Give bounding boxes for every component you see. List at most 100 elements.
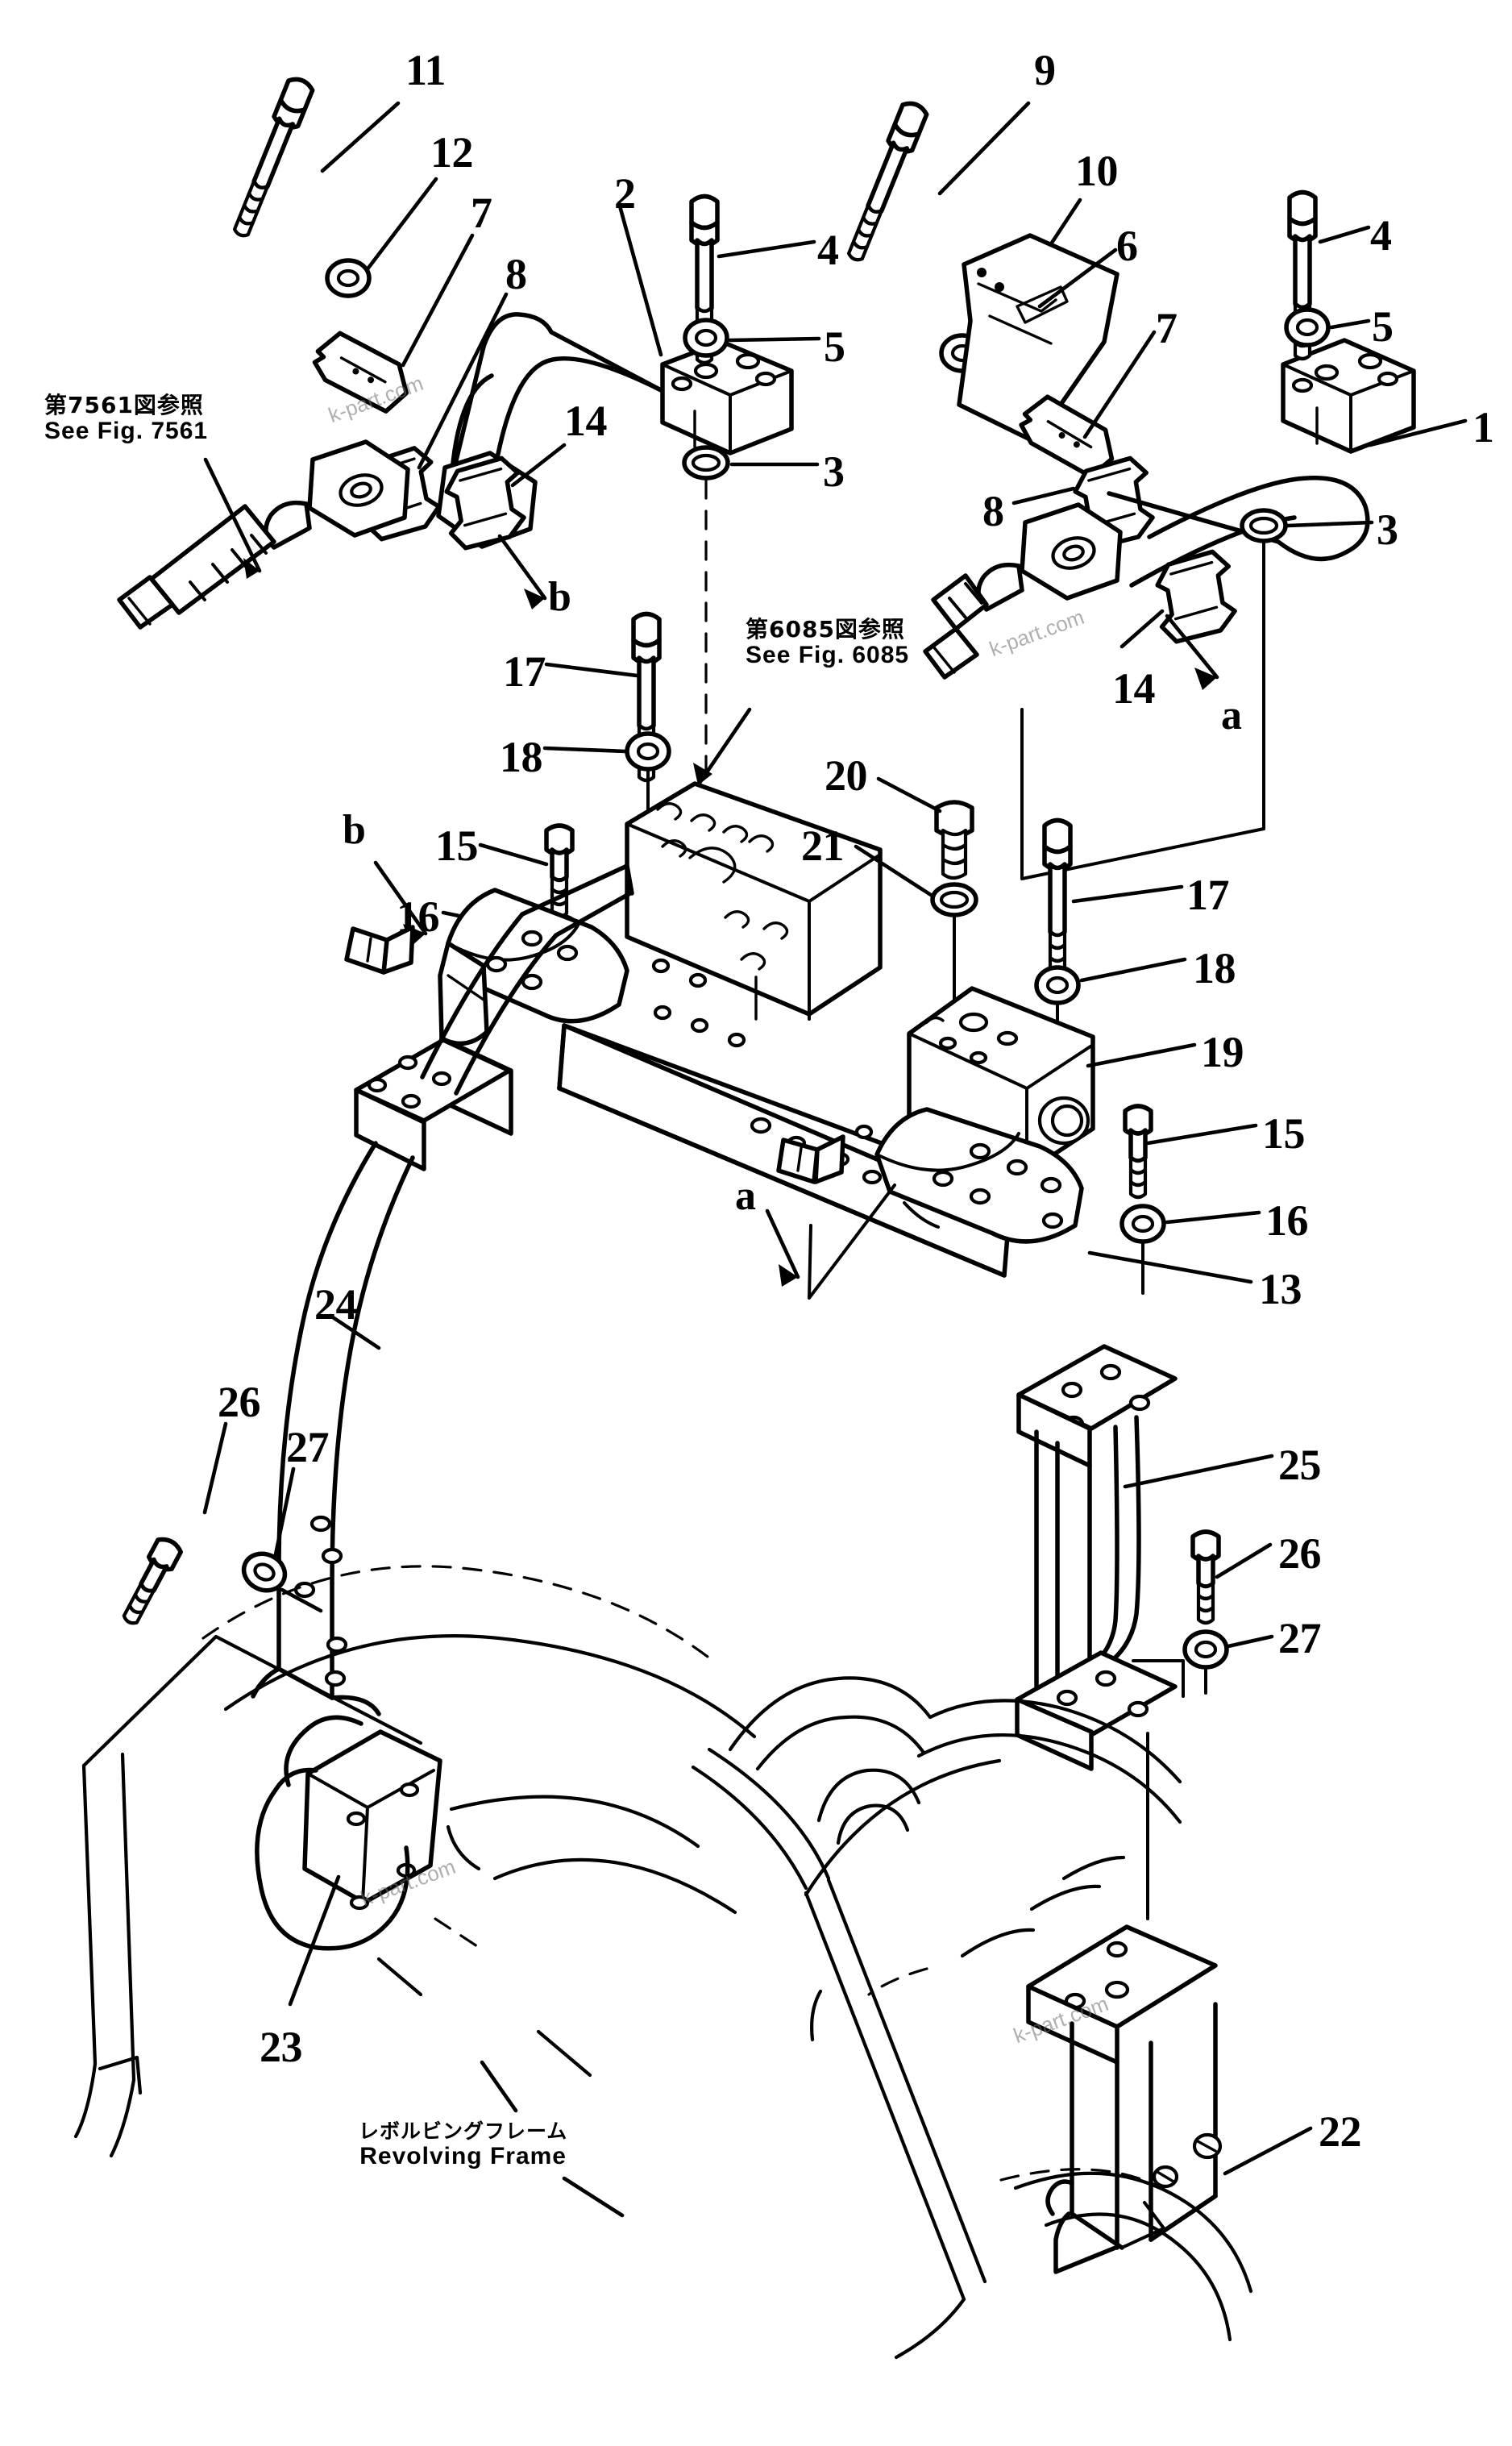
part-13-bracket-right bbox=[776, 1107, 1084, 1244]
callout-7: 7 bbox=[1156, 304, 1178, 352]
part-26-bolt-left bbox=[118, 1536, 183, 1629]
part-3-oring-right bbox=[1242, 510, 1286, 541]
callout-9: 9 bbox=[1034, 46, 1056, 94]
leader-22 bbox=[1223, 2126, 1313, 2176]
callout-22: 22 bbox=[1319, 2107, 1362, 2156]
leader-27-left-2 bbox=[280, 1587, 323, 1613]
callout-23: 23 bbox=[260, 2023, 303, 2071]
part-25-post-right bbox=[1015, 1344, 1178, 1771]
reference-note-6085: 第6085図参照 See Fig. 6085 bbox=[746, 617, 909, 669]
leader-b-lower bbox=[373, 860, 428, 936]
part-7-clamp-plate-left bbox=[309, 331, 413, 414]
leader-frame-label-bottom bbox=[562, 2176, 625, 2218]
part-5-washer-left bbox=[685, 320, 727, 356]
leader-26-right bbox=[1215, 1542, 1273, 1579]
callout-6: 6 bbox=[1116, 222, 1138, 270]
leader-1 bbox=[1368, 418, 1468, 447]
leader-27-left bbox=[273, 1466, 296, 1557]
callout-18: 18 bbox=[1193, 944, 1236, 992]
part-17-bolt-right bbox=[1045, 821, 1070, 988]
leader-8-left bbox=[417, 292, 509, 470]
callout-b: b bbox=[343, 807, 366, 853]
leader-16-right bbox=[1165, 1210, 1261, 1225]
callout-21: 21 bbox=[801, 822, 845, 870]
leader-8-right bbox=[1011, 486, 1076, 505]
callout-2: 2 bbox=[614, 169, 636, 218]
callout-26: 26 bbox=[1278, 1529, 1322, 1578]
part-right-flange-shaft bbox=[923, 502, 1123, 680]
reference-note-6085-jp: 第6085図参照 bbox=[746, 616, 905, 643]
reference-note-7561-en: See Fig. 7561 bbox=[44, 418, 209, 445]
leader-12 bbox=[364, 177, 438, 272]
part-11-bolt-long bbox=[228, 76, 314, 239]
leader-9 bbox=[937, 101, 1031, 196]
leader-a-lower bbox=[765, 1208, 800, 1279]
leader-2 bbox=[617, 201, 663, 357]
part-24-stay-left bbox=[251, 863, 634, 1716]
part-15-bolt-right bbox=[1125, 1106, 1151, 1197]
reference-note-7561-jp: 第7561図参照 bbox=[44, 392, 204, 418]
leader-b-upper bbox=[497, 534, 547, 601]
callout-25: 25 bbox=[1278, 1441, 1322, 1489]
reference-note-6085-en: See Fig. 6085 bbox=[746, 642, 910, 669]
callout-16: 16 bbox=[1265, 1196, 1309, 1245]
revolving-frame-outline bbox=[73, 1565, 1253, 2360]
leader-4-left bbox=[717, 239, 816, 259]
leader-ref-7561 bbox=[203, 457, 262, 573]
leader-4-right bbox=[1318, 225, 1371, 244]
leader-17-left bbox=[544, 662, 639, 678]
part-left-bracket bbox=[344, 888, 629, 1046]
leader-18-right bbox=[1079, 957, 1187, 983]
leader-18-left bbox=[542, 746, 628, 754]
callout-11: 11 bbox=[405, 46, 447, 94]
callout-27: 27 bbox=[286, 1423, 330, 1471]
callout-15: 15 bbox=[1262, 1109, 1306, 1158]
part-21-oring bbox=[933, 884, 976, 915]
leader-3-right bbox=[1286, 520, 1374, 528]
part-18-washer-right bbox=[1036, 967, 1078, 1003]
view-a-lower-bracket bbox=[808, 1183, 896, 1300]
part-16-washer-right bbox=[1122, 1206, 1164, 1242]
leader-6 bbox=[1037, 248, 1118, 309]
reference-note-7561: 第7561図参照 See Fig. 7561 bbox=[44, 393, 208, 445]
leader-23 bbox=[288, 1874, 341, 2007]
callout-5: 5 bbox=[824, 322, 845, 371]
callout-1: 1 bbox=[1473, 403, 1494, 451]
part-5-washer-right bbox=[1286, 310, 1328, 345]
part-9-bolt-long-right bbox=[842, 100, 928, 264]
part-3-oring-left bbox=[684, 447, 728, 478]
callout-14: 14 bbox=[1112, 664, 1156, 713]
leader-17-right bbox=[1071, 884, 1184, 904]
callout-19: 19 bbox=[1201, 1028, 1244, 1076]
callout-20: 20 bbox=[825, 751, 868, 800]
callout-8: 8 bbox=[505, 250, 527, 298]
part-22-support-lower bbox=[1026, 1924, 1223, 2274]
leader-a-upper bbox=[1165, 614, 1219, 680]
leader-21 bbox=[854, 844, 936, 899]
part-23-mount-pad bbox=[255, 1715, 442, 1951]
leader-14-left bbox=[510, 443, 567, 488]
callout-a: a bbox=[735, 1173, 756, 1219]
callout-24: 24 bbox=[314, 1280, 358, 1329]
view-a-bracket bbox=[1020, 708, 1265, 880]
callout-15: 15 bbox=[435, 822, 479, 870]
leader-25 bbox=[1123, 1454, 1274, 1489]
leader-7-left bbox=[401, 233, 475, 368]
part-1-tube-right bbox=[1107, 338, 1416, 588]
leader-20 bbox=[876, 776, 942, 813]
callout-8: 8 bbox=[982, 487, 1004, 535]
leader-7-right bbox=[1082, 330, 1157, 439]
callout-12: 12 bbox=[430, 128, 474, 177]
leader-26-left bbox=[202, 1421, 228, 1515]
part-12-washer bbox=[327, 260, 369, 296]
part-20-plug bbox=[934, 800, 974, 880]
callout-4: 4 bbox=[817, 226, 839, 274]
revolving-frame-label: レボルビングフレーム Revolving Frame bbox=[359, 2120, 567, 2170]
callout-7: 7 bbox=[471, 189, 492, 237]
part-6-cover-plate bbox=[957, 233, 1119, 444]
leader-frame-label-top bbox=[480, 2060, 518, 2113]
callout-5: 5 bbox=[1372, 302, 1394, 351]
callout-a: a bbox=[1221, 693, 1242, 738]
leader-15-right bbox=[1145, 1123, 1258, 1146]
